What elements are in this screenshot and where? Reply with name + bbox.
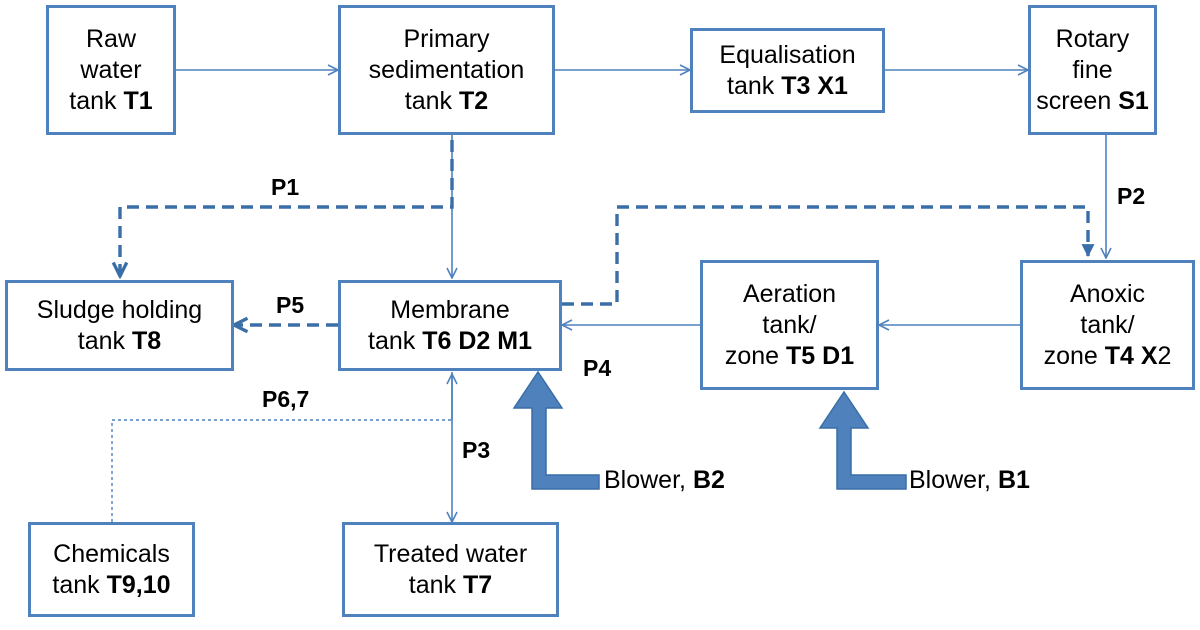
rotary-code: S1	[1118, 86, 1149, 115]
treated-code: T7	[463, 570, 493, 599]
flow-primary-to-sludge-dashed	[120, 140, 454, 276]
aeration-line3: zone T5 D1	[725, 341, 854, 372]
membrane-line2: tank T6 D2 M1	[368, 326, 532, 357]
anoxic-line2: tank/	[1080, 310, 1135, 339]
treated-line2: tank T7	[409, 570, 492, 601]
primary-sedimentation-tank: Primary sedimentation tank T2	[338, 5, 555, 135]
primary-prefix: tank	[404, 86, 459, 115]
primary-code: T2	[459, 86, 489, 115]
pipe-label-p3: P3	[462, 437, 491, 463]
raw-line2: water	[80, 55, 142, 84]
aeration-tank: Aeration tank/ zone T5 D1	[700, 260, 879, 390]
blower-b1-arrow	[818, 390, 907, 490]
rotary-line2: fine	[1072, 55, 1113, 84]
pipe-label-p1: P1	[271, 174, 300, 200]
equal-line2: tank T3 X1	[727, 71, 848, 102]
anoxic-line1: Anoxic	[1069, 279, 1146, 308]
treated-water-tank: Treated water tank T7	[342, 522, 559, 617]
sludge-holding-tank: Sludge holding tank T8	[5, 280, 234, 371]
blower-b1-label: Blower, B1	[909, 466, 1030, 495]
rotary-line3: screen S1	[1036, 86, 1149, 117]
aeration-line2: tank/	[762, 310, 817, 339]
raw-prefix: tank	[69, 86, 124, 115]
chemicals-line2: tank T9,10	[52, 570, 170, 601]
aeration-code: T5 D1	[786, 341, 855, 370]
blower-b2-code: B2	[692, 466, 725, 494]
chemicals-code: T9,10	[106, 570, 171, 599]
anoxic-code-suffix: 2	[1157, 341, 1172, 370]
rotary-prefix: screen	[1036, 86, 1119, 115]
pipe-label-p2: P2	[1117, 183, 1146, 209]
raw-code: T1	[123, 86, 153, 115]
anoxic-tank: Anoxic tank/ zone T4 X2	[1020, 260, 1195, 390]
chemicals-prefix: tank	[52, 570, 107, 599]
sludge-code: T8	[132, 326, 162, 355]
membrane-prefix: tank	[368, 326, 423, 355]
treated-prefix: tank	[408, 570, 463, 599]
sludge-line2: tank T8	[78, 326, 161, 357]
equal-prefix: tank	[727, 71, 782, 100]
blower-b2-prefix: Blower,	[604, 466, 693, 494]
blower-b2-arrow	[512, 370, 600, 490]
membrane-tank: Membrane tank T6 D2 M1	[338, 280, 562, 371]
sludge-line1: Sludge holding	[36, 295, 203, 324]
rotary-line1: Rotary	[1055, 24, 1130, 53]
aeration-line1: Aeration	[742, 279, 837, 308]
equalisation-tank: Equalisation tank T3 X1	[690, 28, 885, 113]
blower-b1-prefix: Blower,	[909, 466, 998, 494]
pipe-label-p67: P6,7	[262, 386, 310, 412]
raw-line3: tank T1	[69, 86, 152, 117]
equal-code: T3 X1	[781, 71, 848, 100]
sludge-prefix: tank	[77, 326, 132, 355]
pipe-label-p4: P4	[583, 355, 612, 381]
anoxic-code: T4 X	[1104, 341, 1158, 370]
aeration-prefix: zone	[724, 341, 787, 370]
recycle-membrane-to-anoxic-dashed	[562, 205, 1095, 306]
membrane-line1: Membrane	[390, 295, 510, 324]
raw-line1: Raw	[85, 24, 136, 53]
equal-line1: Equalisation	[719, 40, 856, 69]
chemicals-line1: Chemicals	[53, 539, 170, 568]
treated-line1: Treated water	[373, 539, 528, 568]
chemicals-dotted-line	[111, 419, 452, 522]
anoxic-line3: zone T4 X2	[1044, 341, 1172, 372]
chemicals-tank: Chemicals tank T9,10	[28, 522, 195, 617]
membrane-code: T6 D2 M1	[422, 326, 532, 355]
rotary-fine-screen: Rotary fine screen S1	[1028, 5, 1157, 135]
primary-line3: tank T2	[405, 86, 488, 117]
raw-water-tank: Raw water tank T1	[46, 5, 176, 135]
pipe-label-p5: P5	[276, 292, 305, 318]
anoxic-prefix: zone	[1043, 341, 1105, 370]
primary-line2: sedimentation	[368, 55, 525, 84]
blower-b2-label: Blower, B2	[604, 466, 725, 495]
blower-b1-code: B1	[997, 466, 1030, 494]
primary-line1: Primary	[403, 24, 490, 53]
